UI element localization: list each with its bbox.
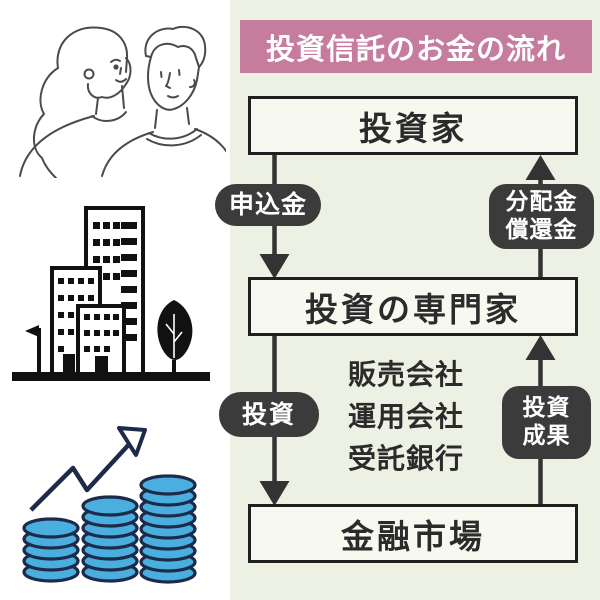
couple-line-art-icon [19, 25, 226, 178]
pill-line: 償還金 [505, 216, 578, 243]
page-title: 投資信託のお金の流れ [265, 31, 566, 66]
node-box-market: 金融市場 [248, 504, 578, 563]
node-label-experts: 投資の専門家 [305, 289, 521, 329]
woman-figure [19, 26, 132, 178]
pill-application-money: 申込金 [215, 184, 321, 226]
node-label-investor: 投資家 [359, 108, 467, 148]
node-box-experts: 投資の専門家 [248, 277, 578, 336]
node-label-market: 金融市場 [341, 516, 485, 556]
title-banner: 投資信託のお金の流れ [240, 20, 592, 73]
pill-line: 分配金 [505, 189, 578, 216]
pill-distribution-redemption: 分配金 償還金 [489, 184, 594, 249]
man-figure [101, 25, 226, 177]
coin-stack-large [139, 474, 197, 584]
pill-line: 成果 [522, 422, 571, 449]
ground-line [12, 372, 210, 381]
tree-icon [157, 300, 193, 374]
pill-line: 投資 [522, 395, 571, 422]
pill-investment: 投資 [219, 392, 319, 437]
pill-label: 投資 [241, 399, 296, 429]
front-building [76, 304, 126, 376]
node-box-investor: 投資家 [248, 96, 578, 155]
pill-investment-results: 投資 成果 [502, 386, 591, 459]
company-item: 運用会社 [347, 400, 464, 433]
company-item: 受託銀行 [347, 442, 464, 475]
street-lamp-icon [25, 325, 41, 374]
company-item: 販売会社 [347, 358, 464, 391]
coin-stack-small [22, 517, 80, 583]
coin-stack-medium [81, 495, 139, 583]
pill-label: 申込金 [228, 190, 307, 220]
expert-companies-list: 販売会社 運用会社 受託銀行 [320, 354, 492, 480]
growth-arrow-icon [29, 426, 147, 512]
growing-coin-stacks-icon [22, 426, 197, 584]
office-buildings-icon [12, 206, 210, 381]
